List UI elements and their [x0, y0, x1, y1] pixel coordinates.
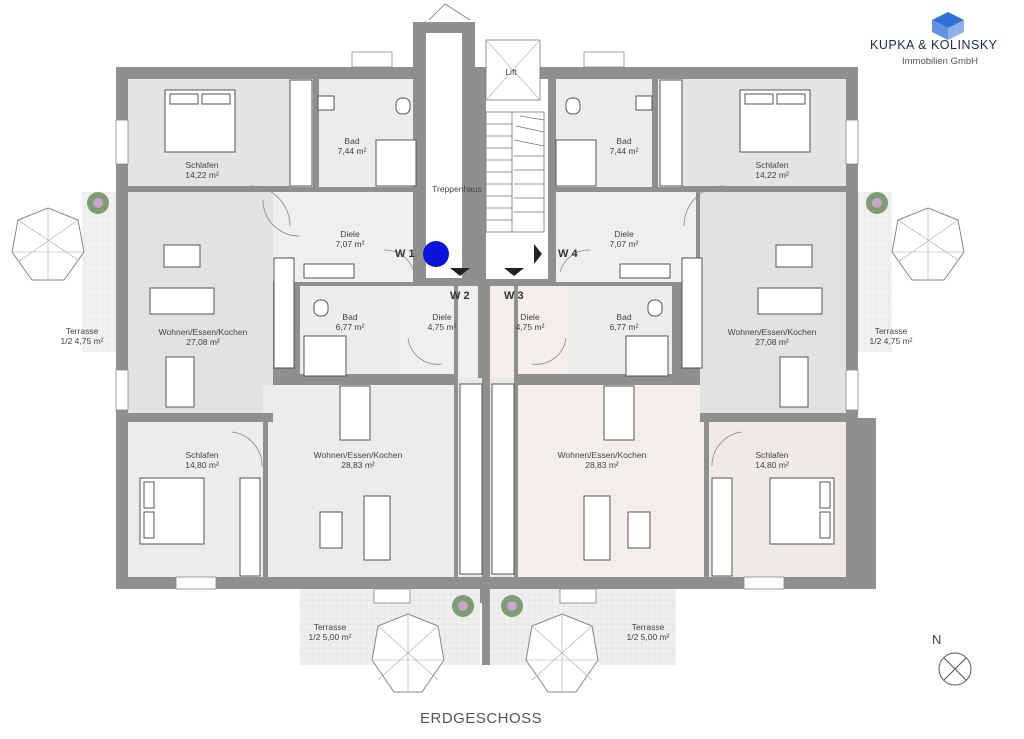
plant-icons — [87, 192, 888, 617]
furniture — [149, 79, 823, 577]
brand-name: KUPKA & KOLINSKY — [870, 38, 998, 52]
floor-title: ERDGESCHOSS — [420, 710, 543, 727]
logo-cube-icon — [932, 12, 964, 40]
location-marker — [423, 241, 449, 267]
brand-logo: KUPKA & KOLINSKY Immobilien GmbH — [870, 10, 1022, 72]
interior-walls — [128, 79, 846, 577]
doors — [231, 185, 743, 467]
unit-label-w4: W 4 — [558, 248, 578, 260]
windows — [115, 51, 859, 604]
unit-label-w1: W 1 — [395, 248, 415, 260]
room-label-lift: Lift — [505, 67, 517, 77]
bed-icons — [139, 89, 835, 545]
entrance-arrows — [450, 244, 542, 276]
staircase — [428, 3, 545, 233]
north-label: N — [932, 632, 942, 647]
brand-subtitle: Immobilien GmbH — [902, 56, 979, 67]
unit-label-w2: W 2 — [450, 290, 470, 302]
parasol-icons — [11, 207, 965, 693]
compass-icon — [938, 652, 972, 686]
unit-label-w3: W 3 — [504, 290, 524, 302]
room-label-treppenhaus: Treppenhaus — [432, 184, 482, 194]
